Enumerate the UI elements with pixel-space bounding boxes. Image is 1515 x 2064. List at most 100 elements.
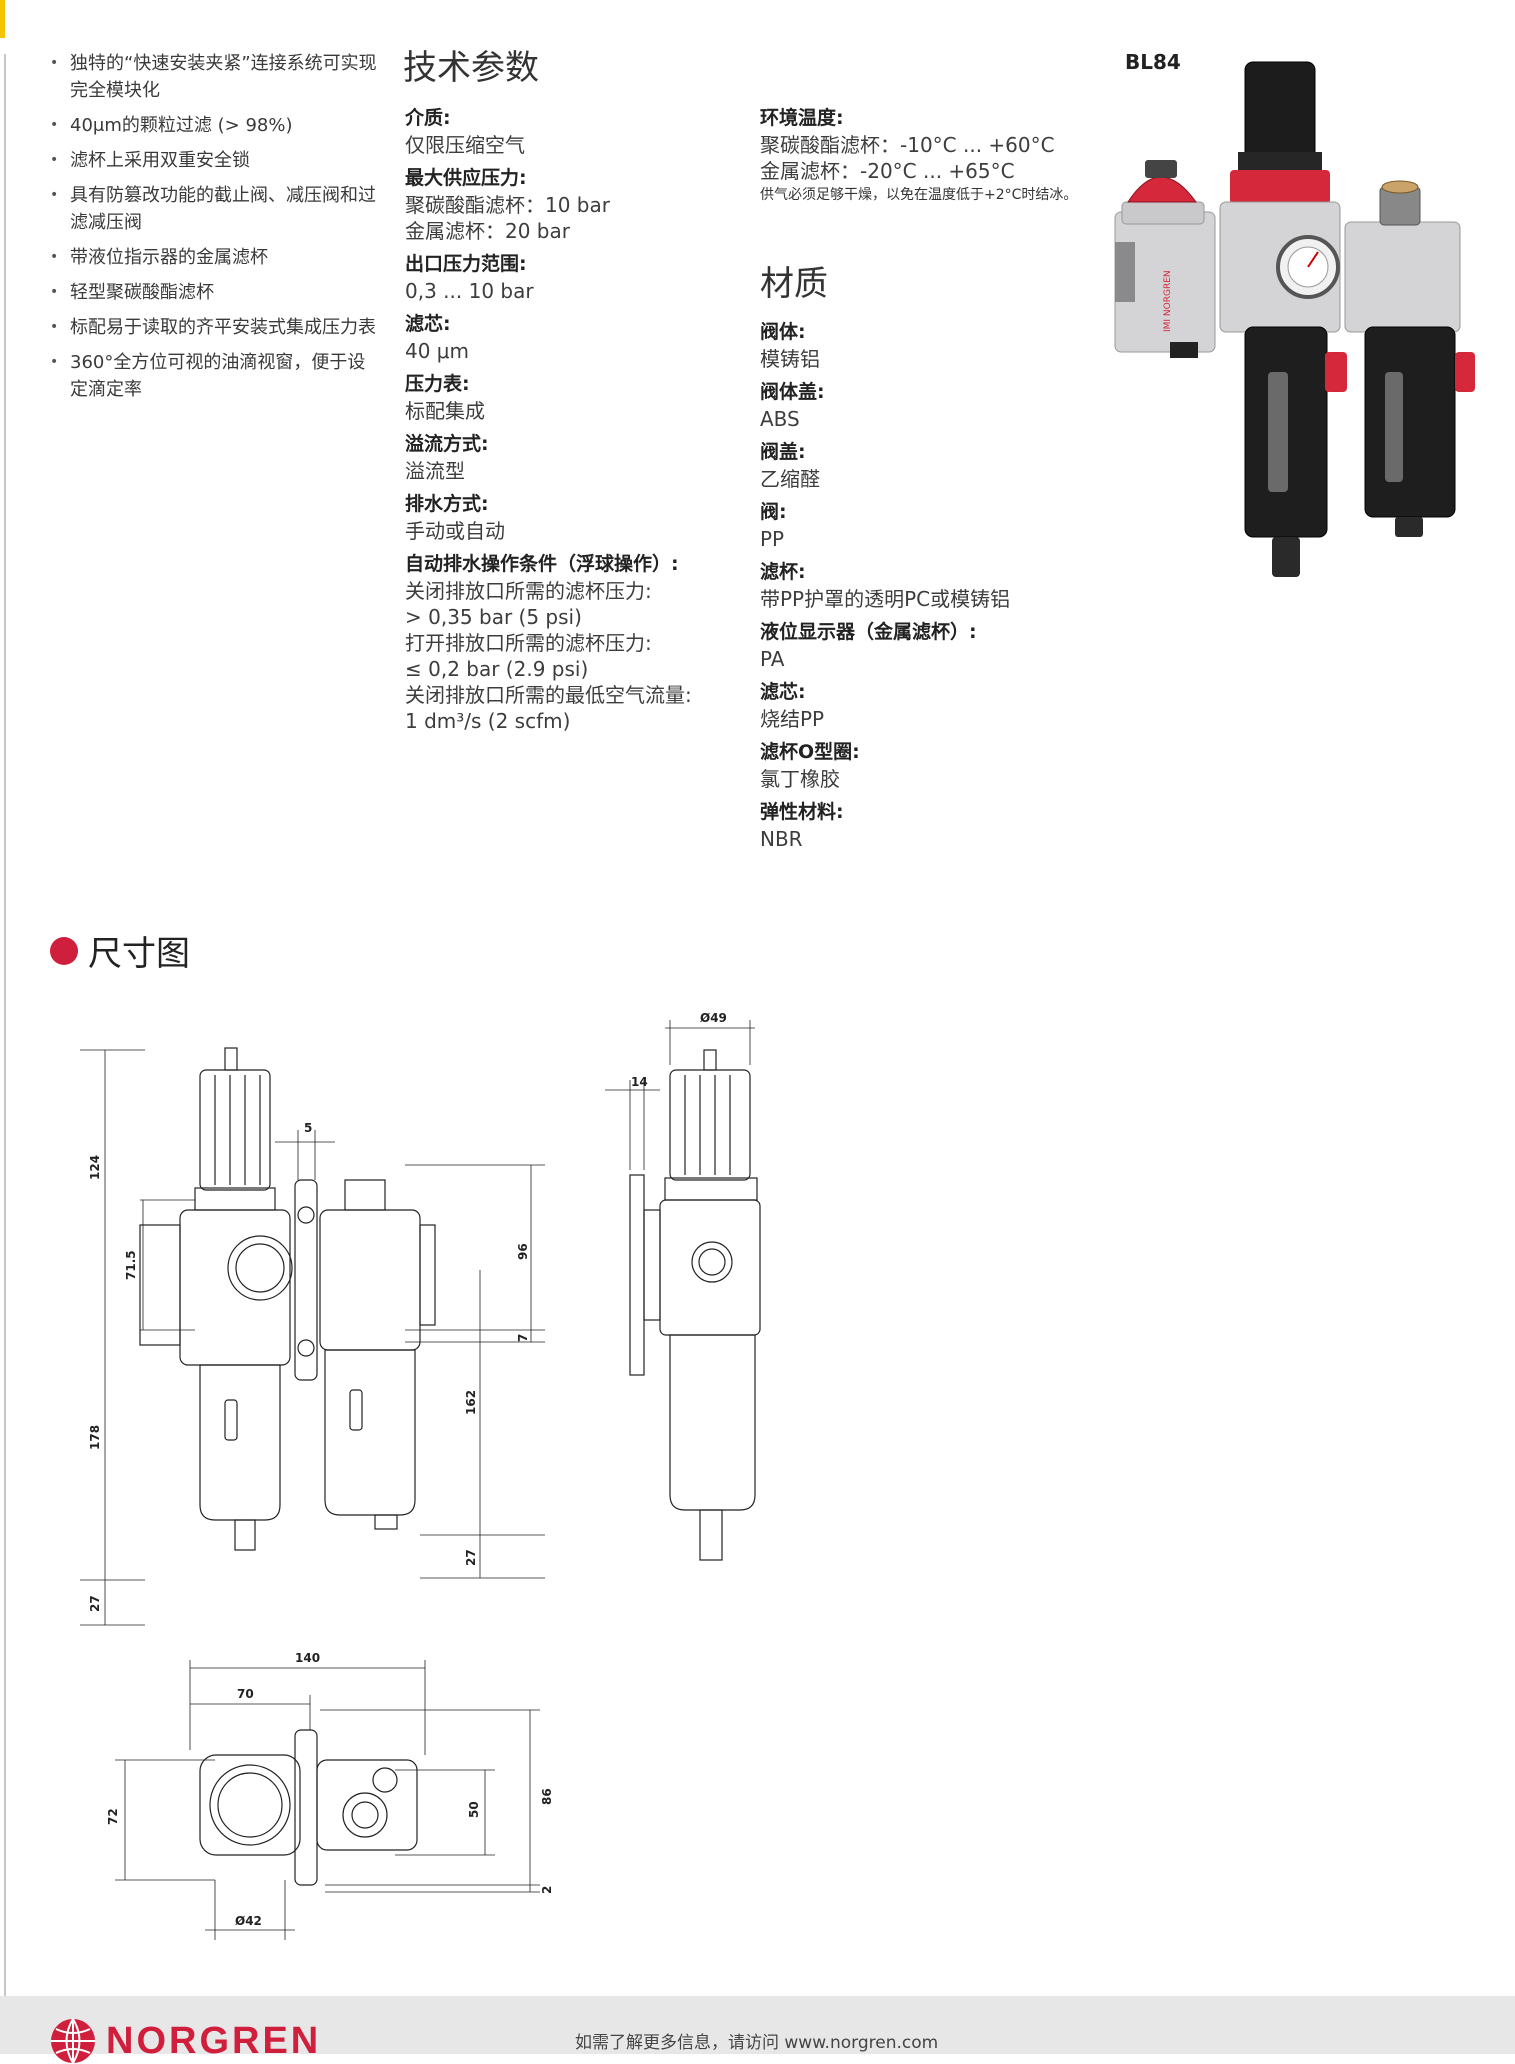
product-photo: IMI NORGREN xyxy=(1114,61,1475,577)
spec-gauge: 压力表: 标配集成 xyxy=(405,370,765,424)
feature-list: 独特的“快速安装夹紧”连接系统可实现完全模块化 40μm的颗粒过滤 (> 98%… xyxy=(50,50,380,411)
material-bonnet: 阀盖: 乙缩醛 xyxy=(760,438,1090,492)
material-valve: 阀: PP xyxy=(760,498,1090,552)
side-view-drawing: Ø49 14 xyxy=(605,1011,761,1561)
spec-label: 弹性材料: xyxy=(760,801,844,823)
spec-value: NBR xyxy=(760,827,803,851)
material-element: 滤芯: 烧结PP xyxy=(760,678,1090,732)
page-footer: NORGREN 如需了解更多信息，请访问 www.norgren.com xyxy=(0,1996,1515,2064)
dim-dia-42: Ø42 xyxy=(235,1914,262,1928)
material-bowl: 滤杯: 带PP护罩的透明PC或模铸铝 xyxy=(760,558,1090,612)
spec-label: 滤芯: xyxy=(405,313,451,335)
feature-item: 40μm的颗粒过滤 (> 98%) xyxy=(50,112,380,139)
dim-71-5: 71.5 xyxy=(124,1250,138,1280)
spec-value: 1 dm³/s (2 scfm) xyxy=(405,709,571,733)
spec-label: 阀盖: xyxy=(760,441,806,463)
spec-label: 滤杯O型圈: xyxy=(760,741,860,763)
front-view-drawing: 124 5 71.5 96 7 178 162 27 27 xyxy=(80,1047,545,1626)
spec-auto-drain: 自动排水操作条件（浮球操作）: 关闭排放口所需的滤杯压力: > 0,35 bar… xyxy=(405,550,765,734)
product-code: BL84 xyxy=(1125,50,1181,74)
feature-item: 360°全方位可视的油滴视窗，便于设定滴定率 xyxy=(50,349,380,403)
spec-value: 乙缩醛 xyxy=(760,467,820,491)
feature-item: 独特的“快速安装夹紧”连接系统可实现完全模块化 xyxy=(50,50,380,104)
spec-value: > 0,35 bar (5 psi) xyxy=(405,605,582,629)
dim-27-right: 27 xyxy=(464,1549,478,1566)
spec-value: 仅限压缩空气 xyxy=(405,133,525,157)
spec-value: 40 μm xyxy=(405,339,470,363)
section-bullet-icon xyxy=(50,936,78,965)
spec-value: 手动或自动 xyxy=(405,519,505,543)
dim-50: 50 xyxy=(467,1801,481,1818)
dim-162: 162 xyxy=(464,1390,478,1415)
top-view-drawing: 140 70 72 50 86 2 Ø42 xyxy=(106,1651,554,1940)
spec-value: PA xyxy=(760,647,785,671)
dim-96: 96 xyxy=(516,1243,530,1260)
spec-label: 溢流方式: xyxy=(405,433,489,455)
dim-14: 14 xyxy=(631,1075,648,1089)
spec-value: 金属滤杯：20 bar xyxy=(405,219,570,243)
spec-value: 聚碳酸酯滤杯：-10°C ... +60°C xyxy=(760,133,1055,157)
spec-value: 溢流型 xyxy=(405,459,465,483)
material-bowl-oring: 滤杯O型圈: 氯丁橡胶 xyxy=(760,738,1090,792)
spec-label: 压力表: xyxy=(405,373,470,395)
spec-drain: 排水方式: 手动或自动 xyxy=(405,490,765,544)
footer-brand: NORGREN xyxy=(106,2019,322,2062)
spec-value: PP xyxy=(760,527,785,551)
spec-label: 滤芯: xyxy=(760,681,806,703)
spec-label: 最大供应压力: xyxy=(405,167,527,189)
dim-dia-49: Ø49 xyxy=(700,1011,727,1025)
dim-7: 7 xyxy=(516,1334,530,1342)
spec-label: 自动排水操作条件（浮球操作）: xyxy=(405,553,679,575)
accent-bar xyxy=(0,0,5,38)
spec-label: 阀体: xyxy=(760,321,806,343)
spec-label: 介质: xyxy=(405,107,451,129)
materials-title: 材质 xyxy=(760,264,828,304)
feature-item: 滤杯上采用双重安全锁 xyxy=(50,147,380,174)
spec-value: 聚碳酸酯滤杯：10 bar xyxy=(405,193,610,217)
spec-relief: 溢流方式: 溢流型 xyxy=(405,430,765,484)
feature-item: 轻型聚碳酸酯滤杯 xyxy=(50,279,380,306)
spec-outlet-range: 出口压力范围: 0,3 ... 10 bar xyxy=(405,250,765,304)
dim-5: 5 xyxy=(304,1121,312,1135)
dim-178: 178 xyxy=(88,1425,102,1450)
spec-label: 阀: xyxy=(760,501,787,523)
spec-value: ABS xyxy=(760,407,800,431)
globe-icon xyxy=(51,2018,95,2064)
spec-value: ≤ 0,2 bar (2.9 psi) xyxy=(405,657,589,681)
feature-item: 具有防篡改功能的截止阀、减压阀和过滤减压阀 xyxy=(50,182,380,236)
section-title: 尺寸图 xyxy=(88,934,190,974)
spec-label: 环境温度: xyxy=(760,107,844,129)
spec-label: 阀体盖: xyxy=(760,381,825,403)
spec-value: 打开排放口所需的滤杯压力: xyxy=(405,631,652,655)
spec-label: 出口压力范围: xyxy=(405,253,527,275)
spec-value: 带PP护罩的透明PC或模铸铝 xyxy=(760,587,1011,611)
left-margin-rule xyxy=(4,54,6,1999)
spec-value: 模铸铝 xyxy=(760,347,820,371)
spec-value: 氯丁橡胶 xyxy=(760,767,840,791)
footer-logo: NORGREN xyxy=(50,2018,321,2064)
material-body: 阀体: 模铸铝 xyxy=(760,318,1090,372)
tech-title: 技术参数 xyxy=(403,48,539,88)
dim-70: 70 xyxy=(237,1687,254,1701)
dim-2: 2 xyxy=(540,1886,554,1894)
dim-86: 86 xyxy=(540,1788,554,1805)
spec-value: 烧结PP xyxy=(760,707,825,731)
dim-27-left: 27 xyxy=(88,1595,102,1612)
spec-value: 金属滤杯：-20°C ... +65°C xyxy=(760,159,1015,183)
brand-mark-text: IMI NORGREN xyxy=(1163,270,1173,332)
footer-text: 如需了解更多信息，请访问 www.norgren.com xyxy=(575,2033,939,2053)
materials-list: 阀体: 模铸铝 阀体盖: ABS 阀盖: 乙缩醛 阀: PP 滤杯: 带PP护罩的透明PC… xyxy=(760,318,1090,858)
spec-max-pressure: 最大供应压力: 聚碳酸酯滤杯：10 bar 金属滤杯：20 bar xyxy=(405,164,765,244)
material-level-indicator: 液位显示器（金属滤杯）:PA xyxy=(760,618,1090,672)
feature-item: 标配易于读取的齐平安装式集成压力表 xyxy=(50,314,380,341)
dim-140: 140 xyxy=(295,1651,320,1665)
dimension-section-heading: 尺寸图 xyxy=(50,926,190,975)
spec-value: 关闭排放口所需的滤杯压力: xyxy=(405,579,652,603)
env-temp-block: 环境温度: 聚碳酸酯滤杯：-10°C ... +60°C 金属滤杯：-20°C … xyxy=(760,104,1090,206)
dim-72: 72 xyxy=(106,1808,120,1825)
spec-value: 标配集成 xyxy=(405,399,485,423)
material-elastomer: 弹性材料: NBR xyxy=(760,798,1090,852)
spec-label: 滤杯: xyxy=(760,561,806,583)
dim-124: 124 xyxy=(88,1155,102,1180)
spec-medium: 介质: 仅限压缩空气 xyxy=(405,104,765,158)
